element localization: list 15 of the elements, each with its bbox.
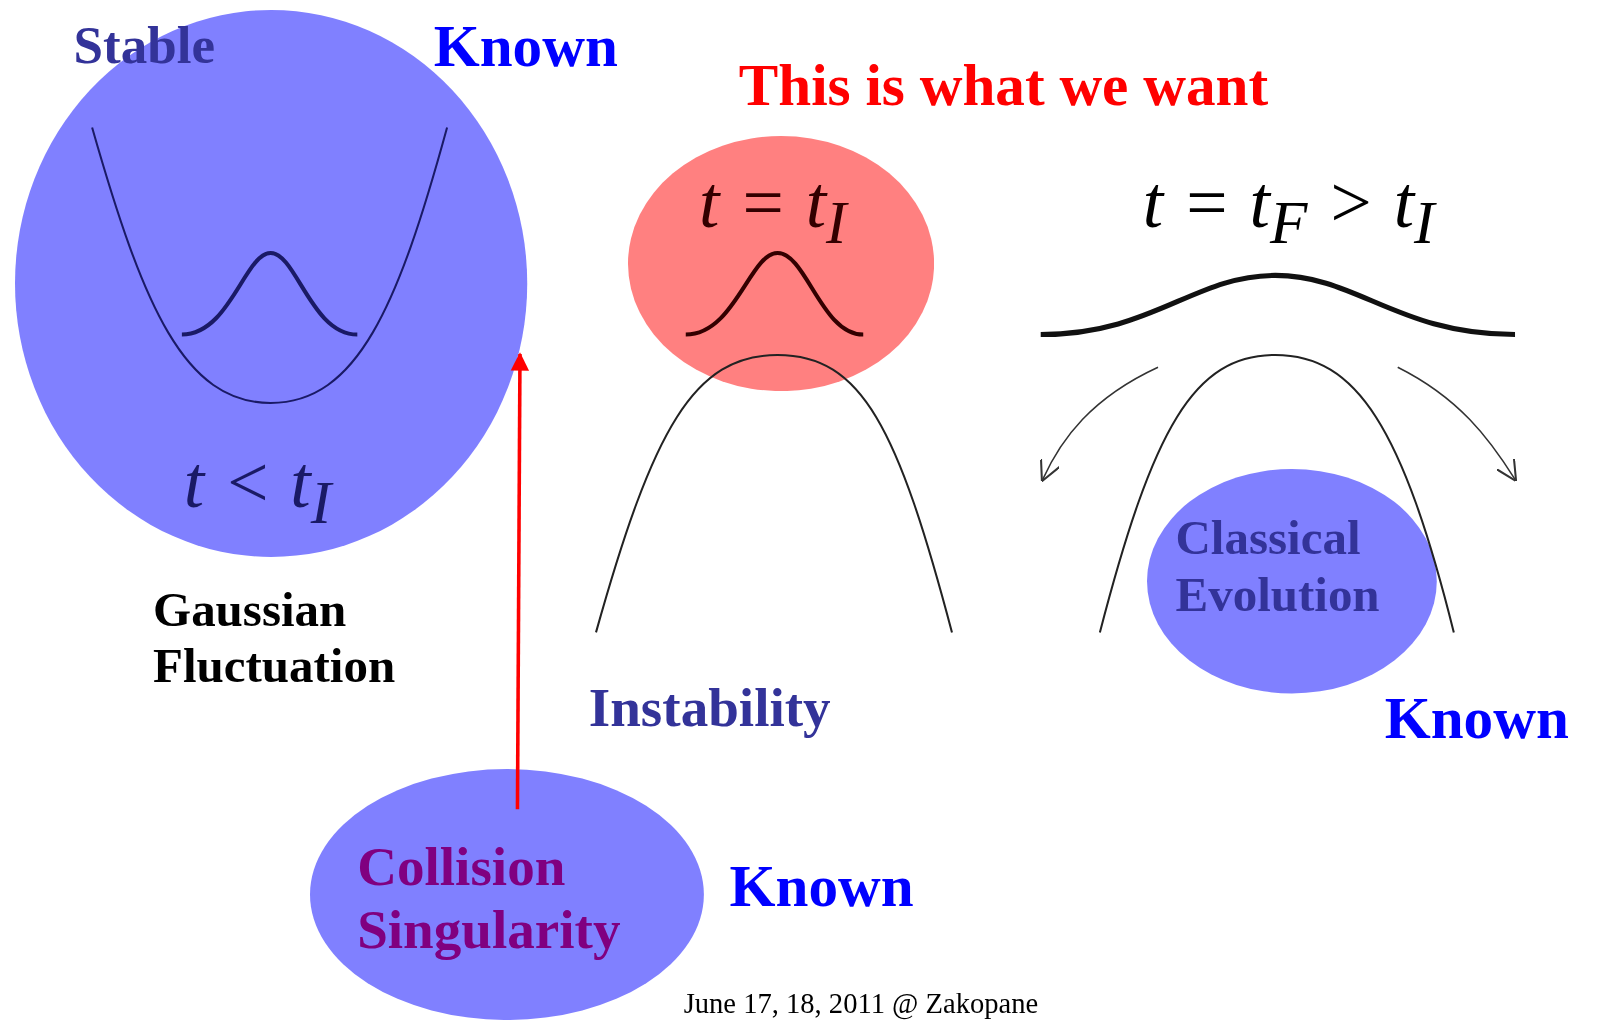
status-label: Known: [433, 12, 618, 81]
node-label: Classical Evolution: [1175, 510, 1381, 623]
math-expression: t = t$_{I}$: [698, 161, 847, 258]
heading: This is what we want: [738, 51, 1269, 120]
caption-text: Gaussian Fluctuation: [153, 581, 397, 695]
status-label: Known: [729, 852, 914, 921]
circle-shape: [627, 135, 934, 391]
node-label: Collision Singularity: [357, 834, 622, 962]
caption-text: Instability: [588, 675, 831, 739]
math-expression: t < t$_{I}$: [183, 440, 332, 537]
ellipse-shape: [1146, 469, 1437, 694]
arrow: [510, 352, 530, 810]
status-label: Known: [1384, 683, 1569, 752]
math-expression: t = t$_{F}$ > t$_{I}$: [1142, 161, 1435, 258]
footer-text: June 17, 18, 2011 @ Zakopane: [683, 987, 1039, 1020]
